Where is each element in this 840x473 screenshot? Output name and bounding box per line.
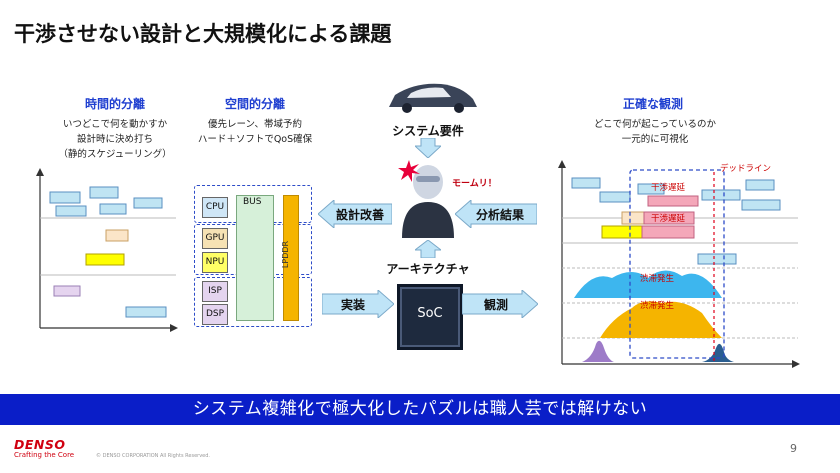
copyright: © DENSO CORPORATION All Rights Reserved. xyxy=(96,453,210,459)
denso-logo: DENSO xyxy=(14,437,66,452)
space-line2: ハード＋ソフトでQoS確保 xyxy=(197,134,313,145)
obs-line2: 一元的に可視化 xyxy=(621,134,689,145)
time-line3: （静的スケジューリング） xyxy=(58,149,172,160)
chip-npu: NPU xyxy=(202,252,228,273)
architecture-label: アーキテクチャ xyxy=(386,262,470,276)
design-improve-label: 設計改善 xyxy=(335,208,384,222)
time-line1: いつどこで何を動かすか xyxy=(62,119,168,130)
arrow-down-icon xyxy=(415,138,441,158)
congestion-label-2: 渋滞発生 xyxy=(640,301,675,311)
analysis-result-label: 分析結果 xyxy=(475,208,524,222)
arrow-left-analysis xyxy=(455,200,537,228)
bus-block xyxy=(236,195,274,321)
soc-label: SoC xyxy=(417,306,443,321)
observation-chart xyxy=(558,160,800,368)
soc-chip xyxy=(400,287,460,347)
conclusion-banner: システム複雑化で極大化したパズルは職人芸では解けない xyxy=(0,394,840,425)
arrow-right-observe xyxy=(462,290,538,318)
interference-delay-label-1: 干渉遅延 xyxy=(651,183,686,193)
space-heading: 空間的分離 xyxy=(224,97,285,111)
car-icon xyxy=(389,83,477,113)
tagline: Crafting the Core xyxy=(14,451,75,459)
lpddr-block xyxy=(283,195,299,321)
chip-cpu: CPU xyxy=(202,197,228,218)
chip-isp: ISP xyxy=(202,281,228,302)
chip-dsp: DSP xyxy=(202,304,228,325)
space-line1: 優先レーン、帯域予約 xyxy=(208,119,302,130)
page-title: 干渉させない設計と大規模化による課題 xyxy=(14,22,392,46)
arrow-up-icon xyxy=(415,240,441,258)
arrow-left-design-improve xyxy=(318,200,392,228)
worried-engineer-icon xyxy=(402,165,454,238)
static-schedule-chart xyxy=(36,168,178,332)
interference-delay-label-2: 干渉遅延 xyxy=(651,214,686,224)
obs-heading: 正確な観測 xyxy=(622,97,683,111)
system-requirements-label: システム要件 xyxy=(392,124,464,138)
obs-line1: どこで何が起こっているのか xyxy=(593,119,717,130)
lpddr-label: LPDDR xyxy=(281,240,291,269)
worry-text: モームリ！ xyxy=(452,179,497,189)
arrow-right-implement xyxy=(322,290,394,318)
page-number: 9 xyxy=(790,442,797,455)
chip-gpu: GPU xyxy=(202,228,228,249)
time-line2: 設計時に決め打ち xyxy=(76,134,153,145)
deadline-label: デッドライン xyxy=(720,164,772,174)
stress-burst-icon xyxy=(398,160,420,182)
congestion-label-1: 渋滞発生 xyxy=(640,274,675,284)
observe-label: 観測 xyxy=(483,298,508,312)
implement-label: 実装 xyxy=(340,298,365,312)
bus-label: BUS xyxy=(243,197,262,207)
time-heading: 時間的分離 xyxy=(84,97,145,111)
